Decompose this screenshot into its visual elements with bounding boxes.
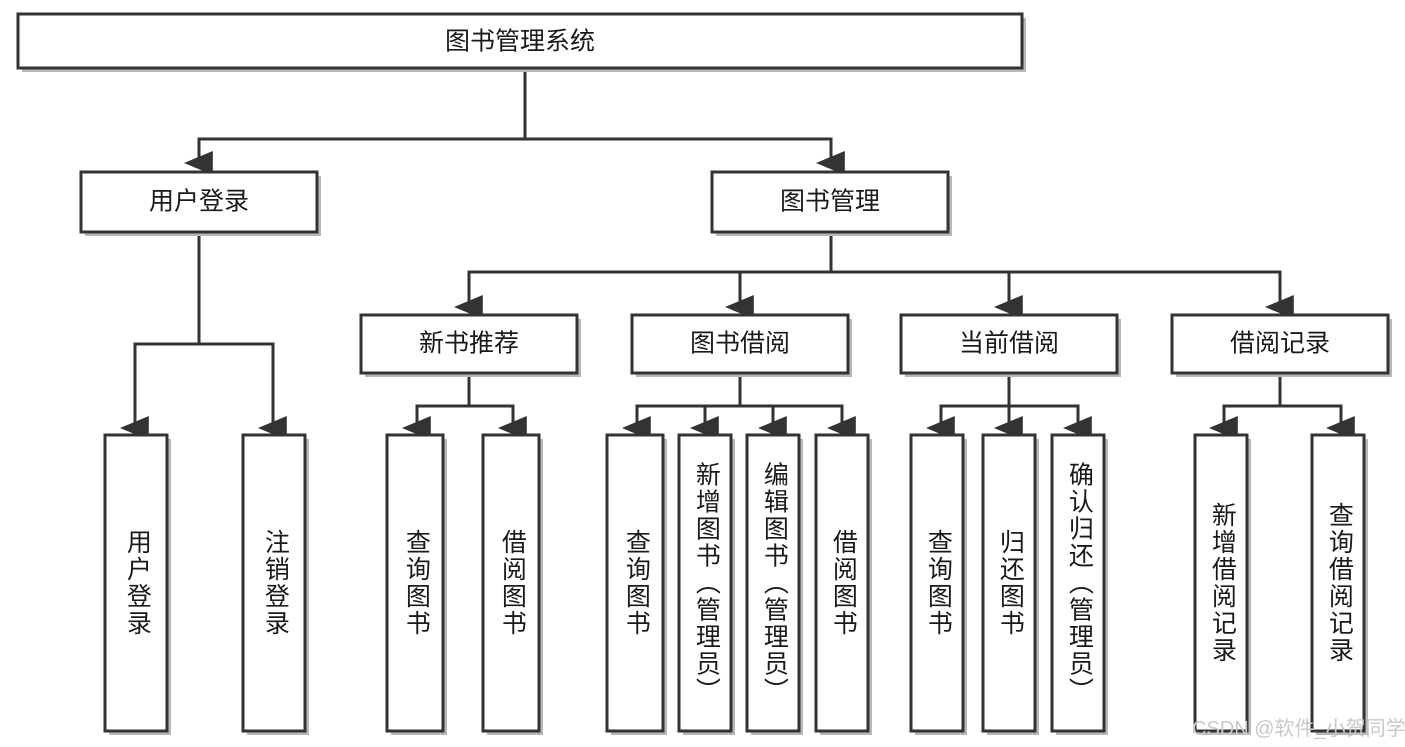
node-leaf7-box: [745, 433, 801, 733]
node-root[interactable]: 图书管理系统: [16, 12, 1026, 72]
edge-group-root: [184, 66, 845, 176]
edge-group-bookmgmt: [454, 230, 1294, 320]
node-leaf13-box: [1310, 433, 1366, 733]
node-leaf11-label: 确认归还（管理员）: [1065, 462, 1094, 705]
edge-group-current: [926, 372, 1092, 441]
node-leaf1[interactable]: 用户登录: [103, 433, 171, 735]
node-leaf9-label: 查询图书: [924, 529, 953, 637]
node-bookmgmt-label: 图书管理: [780, 188, 880, 216]
node-borrow-box: [630, 313, 850, 375]
node-root-label: 图书管理系统: [445, 28, 595, 56]
node-bookmgmt-box: [710, 170, 950, 234]
node-borrow[interactable]: 图书借阅: [630, 313, 852, 377]
node-newbook-box: [359, 313, 579, 375]
node-leaf8[interactable]: 借阅图书: [814, 433, 872, 735]
edge-group-records: [1209, 372, 1355, 441]
node-root-box: [16, 12, 1024, 70]
node-records[interactable]: 借阅记录: [1170, 313, 1392, 377]
node-records-label: 借阅记录: [1230, 330, 1330, 358]
node-records-box: [1170, 313, 1390, 375]
node-leaf3-label: 查询图书: [402, 529, 431, 637]
node-leaf1-label: 用户登录: [123, 529, 152, 637]
edge-group-newbook: [402, 372, 527, 441]
node-leaf13[interactable]: 查询借阅记录: [1310, 433, 1368, 735]
node-leaf13-label: 查询借阅记录: [1325, 502, 1354, 664]
node-leaf9[interactable]: 查询图书: [909, 433, 967, 735]
node-leaf5-label: 查询图书: [622, 529, 651, 637]
node-leaf12-label: 新增借阅记录: [1208, 502, 1237, 664]
node-leaf5-box: [605, 433, 665, 733]
node-login-box: [79, 170, 319, 234]
node-leaf6-box: [677, 433, 733, 733]
node-leaf4-label: 借阅图书: [498, 529, 527, 637]
node-borrow-label: 图书借阅: [690, 330, 790, 358]
node-login-label: 用户登录: [149, 188, 249, 216]
node-leaf2[interactable]: 注销登录: [241, 433, 309, 735]
node-leaf10[interactable]: 归还图书: [981, 433, 1039, 735]
node-leaf10-label: 归还图书: [996, 529, 1025, 637]
node-newbook-label: 新书推荐: [419, 330, 519, 358]
edge-group-login: [120, 230, 287, 441]
node-login[interactable]: 用户登录: [79, 170, 321, 236]
node-leaf12-box: [1193, 433, 1249, 733]
node-leaf2-box: [241, 433, 307, 733]
node-current[interactable]: 当前借阅: [899, 313, 1121, 377]
node-current-label: 当前借阅: [959, 330, 1059, 358]
node-leaf2-label: 注销登录: [261, 529, 290, 637]
node-leaf12[interactable]: 新增借阅记录: [1193, 433, 1251, 735]
node-newbook[interactable]: 新书推荐: [359, 313, 581, 377]
node-leaf4[interactable]: 借阅图书: [481, 433, 543, 735]
node-leaf11-box: [1050, 433, 1106, 733]
node-leaf9-box: [909, 433, 965, 733]
node-leaf3[interactable]: 查询图书: [385, 433, 447, 735]
node-leaf8-box: [814, 433, 870, 733]
node-leaf1-box: [103, 433, 169, 733]
node-leaf5[interactable]: 查询图书: [605, 433, 667, 735]
node-leaf6[interactable]: 新增图书（管理员）: [677, 433, 735, 735]
node-leaf8-label: 借阅图书: [829, 529, 858, 637]
edge-group-borrow: [622, 372, 856, 441]
node-leaf10-box: [981, 433, 1037, 733]
node-bookmgmt[interactable]: 图书管理: [710, 170, 952, 236]
node-leaf11[interactable]: 确认归还（管理员）: [1050, 433, 1108, 735]
node-leaf4-box: [481, 433, 541, 733]
node-leaf3-box: [385, 433, 445, 733]
node-leaf7-label: 编辑图书（管理员）: [760, 462, 789, 705]
node-leaf6-label: 新增图书（管理员）: [692, 462, 721, 705]
node-leaf7[interactable]: 编辑图书（管理员）: [745, 433, 803, 735]
node-current-box: [899, 313, 1119, 375]
